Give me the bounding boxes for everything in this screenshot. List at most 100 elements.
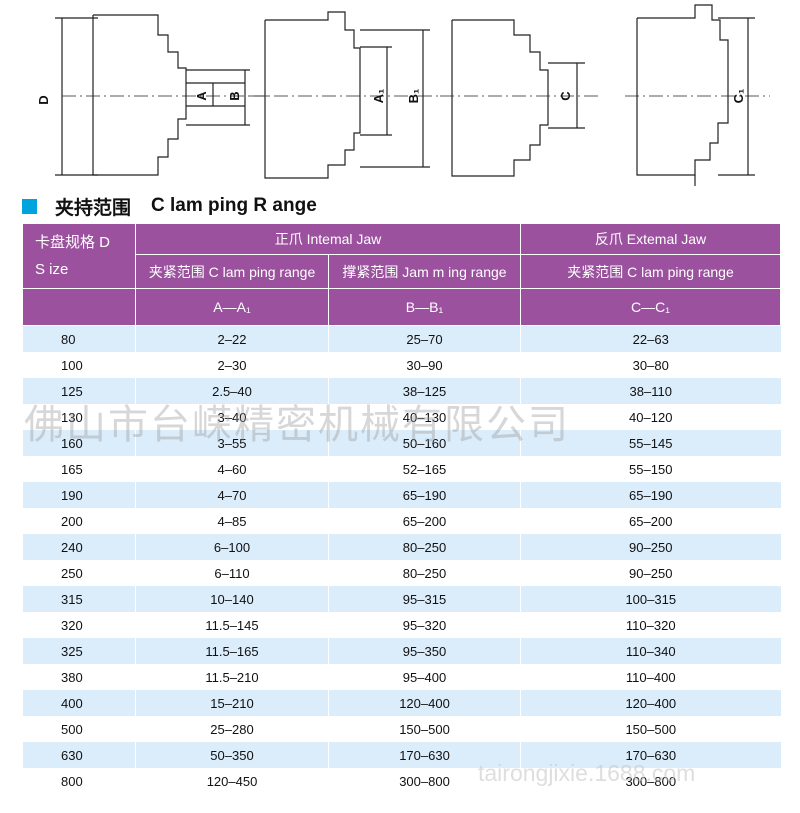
cell-size: 165 — [22, 456, 136, 482]
cell-a-range: 2–22 — [135, 325, 329, 352]
cell-c-range: 150–500 — [520, 716, 781, 742]
cell-b-range: 80–250 — [328, 560, 521, 586]
cell-b-range: 25–70 — [328, 325, 521, 352]
label-c: C — [558, 91, 573, 101]
cell-a-range: 6–110 — [135, 560, 329, 586]
cell-c-range: 30–80 — [520, 352, 781, 378]
cell-b-range: 65–190 — [328, 482, 521, 508]
cell-size: 190 — [22, 482, 136, 508]
cell-a-range: 11.5–145 — [135, 612, 329, 638]
cell-b-range: 65–200 — [328, 508, 521, 534]
cell-size: 800 — [22, 768, 136, 794]
cell-b-range: 95–315 — [328, 586, 521, 612]
cell-size: 160 — [22, 430, 136, 456]
cell-a-range: 4–60 — [135, 456, 329, 482]
cell-a-range: 4–70 — [135, 482, 329, 508]
cell-a-range: 6–100 — [135, 534, 329, 560]
size-header-cn: 卡盘规格 D — [35, 234, 111, 251]
cell-size: 380 — [22, 664, 136, 690]
cell-a-range: 25–280 — [135, 716, 329, 742]
internal-jaw-header: 正爪 Intemal Jaw — [135, 223, 521, 255]
cell-size: 315 — [22, 586, 136, 612]
label-a: A — [194, 91, 209, 101]
label-a1: A₁ — [371, 89, 386, 104]
col-c-header: C—C₁ — [520, 288, 781, 326]
cell-c-range: 55–145 — [520, 430, 781, 456]
cell-b-range: 50–160 — [328, 430, 521, 456]
cell-a-range: 11.5–210 — [135, 664, 329, 690]
label-b: B — [227, 91, 242, 100]
size-col-blank — [22, 288, 136, 326]
label-d: D — [36, 95, 51, 104]
cell-c-range: 40–120 — [520, 404, 781, 430]
cell-a-range: 3–40 — [135, 404, 329, 430]
cell-b-range: 40–130 — [328, 404, 521, 430]
cell-a-range: 3–55 — [135, 430, 329, 456]
cell-c-range: 170–630 — [520, 742, 781, 768]
cell-size: 130 — [22, 404, 136, 430]
section-title-en: C lam ping R ange — [151, 195, 317, 216]
cell-a-range: 11.5–165 — [135, 638, 329, 664]
cell-size: 250 — [22, 560, 136, 586]
company-watermark: 佛山市台嵘精密机械有限公司 — [24, 402, 570, 448]
cell-size: 200 — [22, 508, 136, 534]
cell-c-range: 110–400 — [520, 664, 781, 690]
cell-b-range: 38–125 — [328, 378, 521, 404]
clamping-range-table: 卡盘规格 D S ize 正爪 Intemal Jaw 反爪 Extemal J… — [22, 223, 781, 794]
cell-b-range: 52–165 — [328, 456, 521, 482]
cell-b-range: 95–350 — [328, 638, 521, 664]
cell-a-range: 120–450 — [135, 768, 329, 794]
title-square-icon — [22, 198, 37, 214]
cell-a-range: 50–350 — [135, 742, 329, 768]
clamping-range-header: 夹紧范围 C lam ping range — [135, 254, 329, 289]
label-b1: B₁ — [406, 89, 421, 104]
cell-size: 325 — [22, 638, 136, 664]
label-c1: C₁ — [731, 89, 746, 104]
cell-a-range: 2.5–40 — [135, 378, 329, 404]
cell-size: 240 — [22, 534, 136, 560]
size-header: 卡盘规格 D S ize — [22, 223, 136, 289]
cell-size: 100 — [22, 352, 136, 378]
jaw-diagrams: D A B A₁ B₁ C C₁ — [36, 4, 770, 186]
cell-a-range: 2–30 — [135, 352, 329, 378]
col-a-header: A—A₁ — [135, 288, 329, 326]
cell-b-range: 95–400 — [328, 664, 521, 690]
cell-c-range: 90–250 — [520, 560, 781, 586]
cell-c-range: 300–800 — [520, 768, 781, 794]
cell-b-range: 150–500 — [328, 716, 521, 742]
cell-c-range: 110–340 — [520, 638, 781, 664]
cell-size: 400 — [22, 690, 136, 716]
url-watermark: tairongjixie.1688.com — [478, 760, 696, 786]
section-title-cn: 夹持范围 — [55, 197, 132, 219]
cell-b-range: 120–400 — [328, 690, 521, 716]
cell-c-range: 55–150 — [520, 456, 781, 482]
cell-a-range: 15–210 — [135, 690, 329, 716]
cell-c-range: 110–320 — [520, 612, 781, 638]
cell-c-range: 22–63 — [520, 325, 781, 352]
cell-b-range: 95–320 — [328, 612, 521, 638]
cell-c-range: 120–400 — [520, 690, 781, 716]
cell-c-range: 90–250 — [520, 534, 781, 560]
cell-size: 125 — [22, 378, 136, 404]
cell-a-range: 4–85 — [135, 508, 329, 534]
size-header-en: S ize — [35, 261, 69, 278]
section-title: 夹持范围 C lam ping R ange — [22, 195, 317, 219]
cell-c-range: 38–110 — [520, 378, 781, 404]
cell-b-range: 300–800 — [328, 768, 521, 794]
cell-b-range: 170–630 — [328, 742, 521, 768]
cell-size: 320 — [22, 612, 136, 638]
